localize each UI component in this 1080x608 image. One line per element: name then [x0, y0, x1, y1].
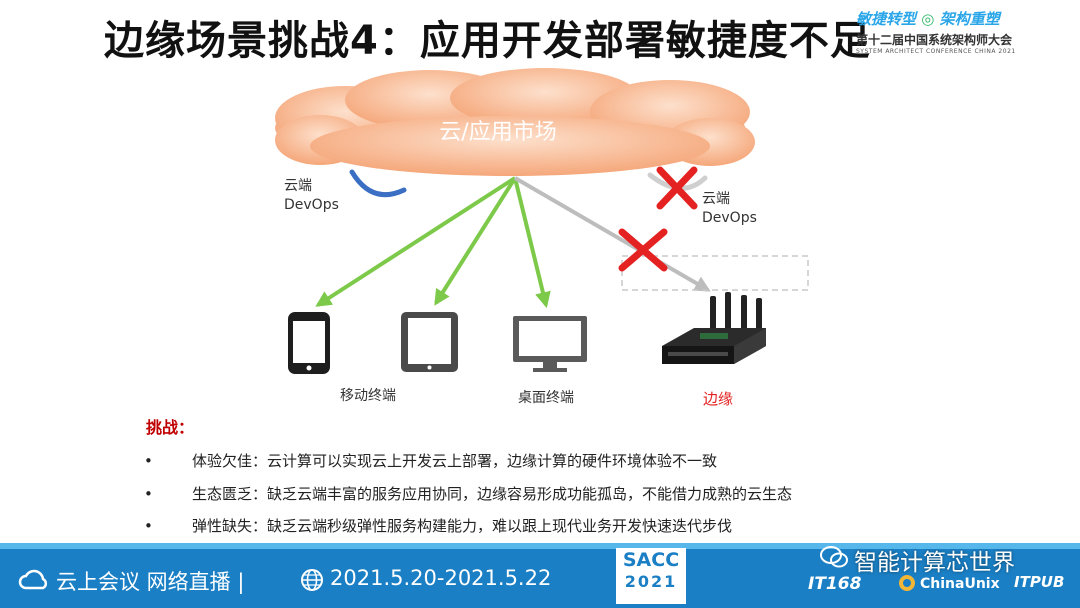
footer-bar [0, 543, 1080, 608]
bullet-dot: • [144, 485, 153, 503]
challenge-item: • 生态匮乏：缺乏云端丰富的服务应用协同，边缘容易形成功能孤岛，不能借力成熟的云生… [144, 483, 792, 504]
footer-dates: 2021.5.20-2021.5.22 [330, 566, 552, 590]
challenge-item: • 弹性缺失：缺乏云端秒级弹性服务构建能力，难以跟上现代业务开发快速迭代步伐 [144, 515, 732, 536]
wechat-icon [820, 546, 848, 568]
watermark-text: 智能计算芯世界 [854, 550, 1015, 576]
device-edge-label: 边缘 [703, 390, 733, 408]
arrow-to-desktop [513, 177, 551, 309]
arrow-to-edge [513, 176, 711, 292]
bullet-dot: • [144, 517, 153, 535]
it168-logo: IT168 [808, 574, 862, 594]
conference-brand: 敏捷转型 ◎ 架构重塑 第十二届中国系统架构师大会 SYSTEM ARCHITE… [856, 8, 1066, 60]
brand-tagline-right: 架构重塑 [939, 10, 1000, 28]
chinaunix-logo-icon [899, 575, 915, 591]
monitor-icon [513, 316, 587, 372]
brand-tagline-left: 敏捷转型 [856, 10, 917, 28]
sacc-name: SACC [622, 549, 680, 571]
cloud-label: 云/应用市场 [439, 120, 556, 145]
arrow-to-mobile [315, 176, 517, 307]
devops-right-line2: DevOps [702, 210, 757, 226]
challenge-text: 弹性缺失：缺乏云端秒级弹性服务构建能力，难以跟上现代业务开发快速迭代步伐 [192, 517, 733, 535]
devops-left-line1: 云端 [284, 178, 312, 194]
challenges-heading: 挑战： [146, 418, 195, 437]
cross-mark-icon [656, 166, 698, 210]
challenge-text: 生态匮乏：缺乏云端丰富的服务应用协同，边缘容易形成功能孤岛，不能借力成熟的云生态 [192, 485, 793, 503]
deployment-diagram: 云/应用市场 云端 DevOps 云端 DevOps 移动终端 桌面终端 边缘 [275, 68, 809, 408]
challenge-item: • 体验欠佳：云计算可以实现云上开发云上部署，边缘计算的硬件环境体验不一致 [144, 450, 717, 471]
mobile-phone-icon [288, 312, 330, 374]
footer-meeting-text: 云上会议 网络直播 | [56, 570, 245, 594]
footer-accent-band [0, 543, 1080, 549]
devops-right-line1: 云端 [702, 191, 730, 207]
device-mobile-label: 移动终端 [340, 388, 396, 404]
cloud-icon [18, 569, 48, 590]
devops-left-line2: DevOps [284, 197, 339, 213]
tablet-icon [401, 312, 458, 372]
edge-dashed-box [621, 255, 809, 291]
device-desktop-label: 桌面终端 [518, 390, 574, 406]
sacc-year: 2021 [624, 572, 678, 591]
brand-conference-en: SYSTEM ARCHITECT CONFERENCE CHINA 2021 [856, 48, 1016, 55]
globe-icon [301, 569, 323, 591]
arrow-to-tablet [434, 176, 517, 306]
chinaunix-logo: ChinaUnix [920, 576, 1000, 592]
brand-tagline-sep: ◎ [921, 10, 935, 28]
devops-left-arc [349, 169, 407, 198]
slide-title: 边缘场景挑战4：应用开发部署敏捷度不足 [104, 18, 871, 64]
cross-mark-icon [618, 228, 668, 272]
sacc-logo: SACC 2021 [616, 548, 686, 604]
itpub-logo: ITPUB [1014, 573, 1065, 591]
cloud-shape [275, 68, 755, 176]
challenge-text: 体验欠佳：云计算可以实现云上开发云上部署，边缘计算的硬件环境体验不一致 [192, 452, 718, 470]
bullet-dot: • [144, 452, 153, 470]
brand-conference-cn: 第十二届中国系统架构师大会 [856, 33, 1013, 47]
edge-router-icon [662, 292, 766, 364]
brand-tagline: 敏捷转型 ◎ 架构重塑 [856, 8, 1066, 29]
